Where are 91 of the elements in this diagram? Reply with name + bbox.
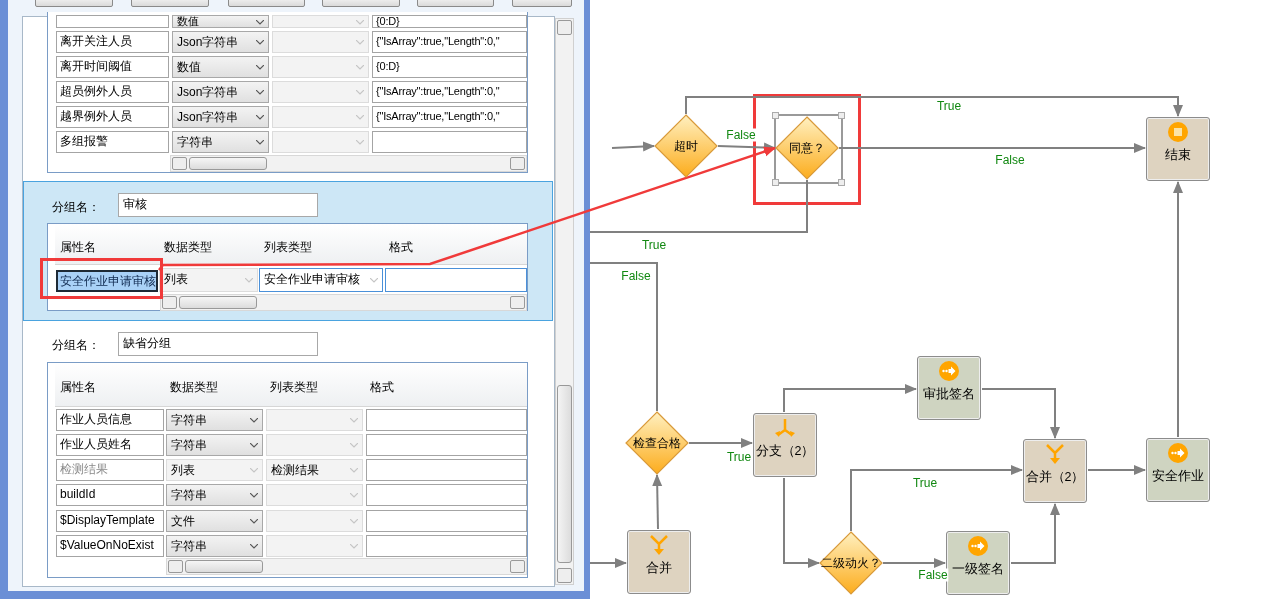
table-cell: 检测结果	[56, 459, 164, 481]
table-cell: 越界例外人员	[56, 106, 169, 128]
dropdown: Json字符串	[172, 81, 269, 103]
edge-label: False	[725, 128, 757, 142]
box-label: 一级签名	[952, 561, 1004, 578]
table-cell: $ValueOnNoExist	[56, 535, 164, 557]
dropdown: Json字符串	[172, 31, 269, 53]
arrow	[981, 388, 1060, 439]
dropdown: 检测结果	[266, 459, 363, 481]
activity-box	[1146, 117, 1210, 181]
connector-line	[589, 179, 808, 233]
decision-diamond	[654, 114, 718, 178]
box-label: 分支（2）	[755, 443, 815, 460]
activity-box	[1146, 438, 1210, 502]
box-label: 安全作业	[1152, 468, 1204, 485]
table-cell: {"IsArray":true,"Length":0,"	[372, 81, 527, 103]
arrow	[589, 558, 627, 568]
table-cell: buildId	[56, 484, 164, 506]
dropdown: 数值	[172, 56, 269, 78]
dropdown: 文件	[166, 510, 263, 532]
decision-diamond	[819, 531, 883, 595]
edge-label: True	[911, 476, 939, 490]
arrow	[688, 438, 753, 448]
table-cell: 安全作业申请审核	[56, 270, 158, 292]
connector-line	[589, 262, 658, 412]
input-field: 审核	[118, 193, 318, 217]
activity-box	[753, 413, 817, 477]
table-cell: 作业人员姓名	[56, 434, 164, 456]
column-header: 属性名	[60, 239, 96, 256]
arrow	[158, 146, 776, 271]
box-label: 审批签名	[923, 386, 975, 403]
diamond-label: 超时	[674, 137, 698, 155]
column-header: 格式	[370, 379, 394, 396]
column-header: 数据类型	[164, 239, 212, 256]
box-label: 结束	[1165, 147, 1191, 164]
arrow	[685, 96, 1183, 117]
column-header: 属性名	[60, 379, 96, 396]
dropdown: 字符串	[172, 131, 269, 153]
arrow	[1010, 503, 1060, 564]
table-cell: 超员例外人员	[56, 81, 169, 103]
table-cell: 多组报警	[56, 131, 169, 153]
edge-label: True	[725, 450, 753, 464]
edge-label: True	[935, 99, 963, 113]
column-header: 列表类型	[264, 239, 312, 256]
edge-label: False	[994, 153, 1026, 167]
arrow	[1173, 181, 1183, 438]
arrow	[882, 558, 946, 568]
table-cell: {0:D}	[372, 15, 527, 28]
arrow	[611, 141, 655, 152]
arrow	[783, 384, 917, 413]
decision-diamond	[625, 411, 689, 475]
arrow	[1087, 465, 1146, 475]
column-header: 数据类型	[170, 379, 218, 396]
box-label: 合并	[646, 560, 672, 577]
table-cell: 离开关注人员	[56, 31, 169, 53]
table-cell: {"IsArray":true,"Length":0,"	[372, 106, 527, 128]
diamond-label: 同意？	[789, 139, 825, 157]
table-cell: 作业人员信息	[56, 409, 164, 431]
table-cell: {"IsArray":true,"Length":0,"	[372, 31, 527, 53]
edge-label: True	[640, 238, 668, 252]
table-cell: $DisplayTemplate	[56, 510, 164, 532]
edge-label: False	[917, 568, 949, 582]
input-field: 缺省分组	[118, 332, 318, 356]
arrow	[783, 477, 820, 568]
table-cell: {0:D}	[372, 56, 527, 78]
box-label: 合并（2）	[1025, 469, 1085, 486]
edge-label: False	[620, 269, 652, 283]
diamond-label: 检查合格	[633, 434, 681, 452]
arrow	[838, 143, 1146, 153]
diamond-label: 二级动火？	[821, 554, 881, 572]
dropdown: 字符串	[166, 434, 263, 456]
decision-diamond	[775, 116, 839, 180]
dropdown: 安全作业申请审核	[259, 268, 383, 292]
dropdown: 列表	[166, 459, 263, 481]
activity-box	[1023, 439, 1087, 503]
field-label: 分组名：	[52, 199, 100, 216]
activity-box	[946, 531, 1010, 595]
column-header: 格式	[389, 239, 413, 256]
dropdown: 字符串	[166, 484, 263, 506]
table-cell: 离开时间阈值	[56, 56, 169, 78]
dropdown: 数值	[172, 15, 269, 28]
arrow	[850, 465, 1023, 532]
dropdown: 字符串	[166, 409, 263, 431]
arrow	[652, 474, 663, 530]
dropdown: 列表	[159, 268, 258, 292]
dropdown: 字符串	[166, 535, 263, 557]
dropdown: Json字符串	[172, 106, 269, 128]
activity-box	[627, 530, 691, 594]
activity-box	[917, 356, 981, 420]
column-header: 列表类型	[270, 379, 318, 396]
field-label: 分组名：	[52, 337, 100, 354]
